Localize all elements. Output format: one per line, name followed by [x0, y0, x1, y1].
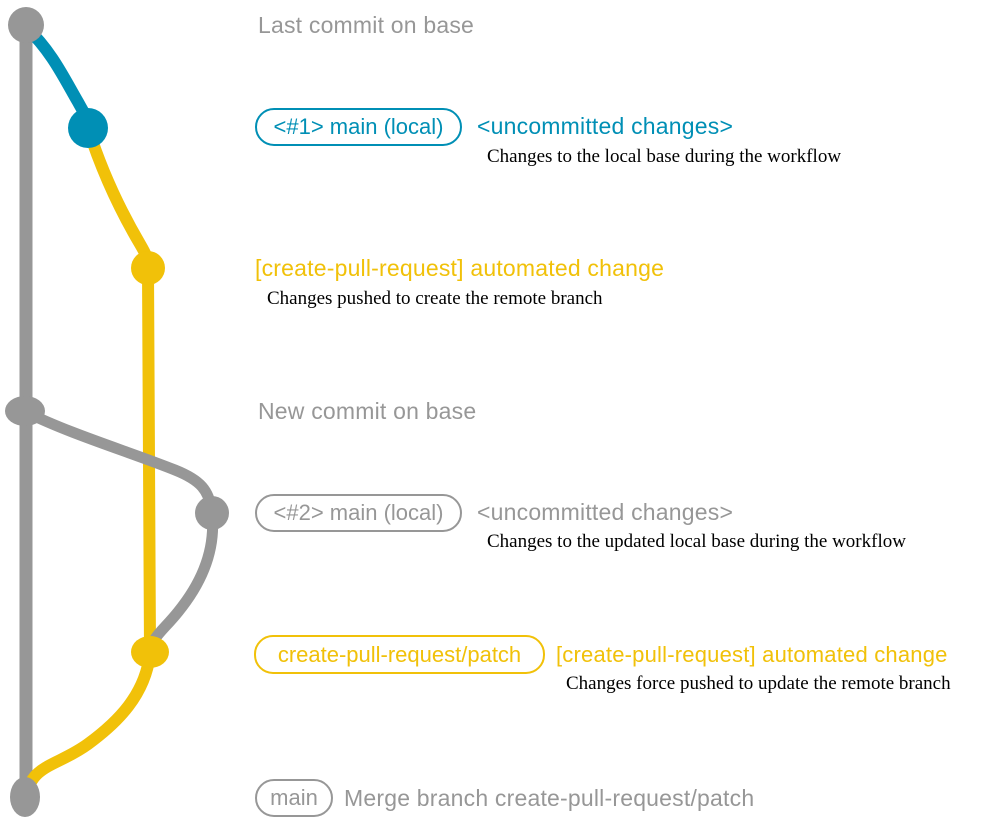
commit-dot-new-base — [5, 396, 45, 426]
automated-change-heading-1: [create-pull-request] automated change — [255, 255, 665, 281]
automated-change-heading-2: [create-pull-request] automated change — [556, 642, 948, 667]
automated-change-note-2: Changes force pushed to update the remot… — [566, 673, 951, 694]
branch-tag-create-pull-request-patch-text: create-pull-request/patch — [277, 641, 522, 667]
commit-dot-local-main-1 — [68, 108, 108, 148]
branch-tag-main-local-1: <#1> main (local) — [255, 108, 462, 146]
branch-tag-main: main — [255, 779, 333, 817]
last-commit-label: Last commit on base — [258, 12, 475, 38]
updated-local-main-curve-out — [20, 406, 218, 520]
branch-tag-main-local-2: <#2> main (local) — [255, 494, 462, 532]
commit-dot-patch-1 — [131, 251, 165, 285]
branch-tag-main-text: main — [270, 785, 318, 810]
uncommitted-changes-heading-2: <uncommitted changes> — [477, 499, 734, 525]
commit-dot-last-base — [8, 7, 44, 43]
patch-merge-curve — [20, 648, 156, 802]
uncommitted-changes-note-1: Changes to the local base during the wor… — [487, 146, 842, 167]
merge-commit-message: Merge branch create-pull-request/patch — [344, 785, 755, 811]
new-commit-label: New commit on base — [258, 398, 477, 424]
automated-change-note-1: Changes pushed to create the remote bran… — [267, 288, 603, 309]
uncommitted-changes-heading-1: <uncommitted changes> — [477, 113, 734, 139]
commit-dot-merge — [10, 777, 40, 817]
branch-tag-create-pull-request-patch: create-pull-request/patch — [254, 635, 545, 674]
patch-branch-line — [82, 122, 156, 656]
uncommitted-changes-note-2: Changes to the updated local base during… — [487, 531, 906, 552]
branch-tag-main-local-1-text: <#1> main (local) — [273, 114, 444, 139]
updated-local-main-curve-in — [144, 508, 219, 660]
commit-dot-local-main-2 — [195, 496, 229, 530]
commit-dot-patch-2 — [131, 636, 169, 668]
branch-tag-main-local-2-text: <#2> main (local) — [273, 500, 444, 525]
